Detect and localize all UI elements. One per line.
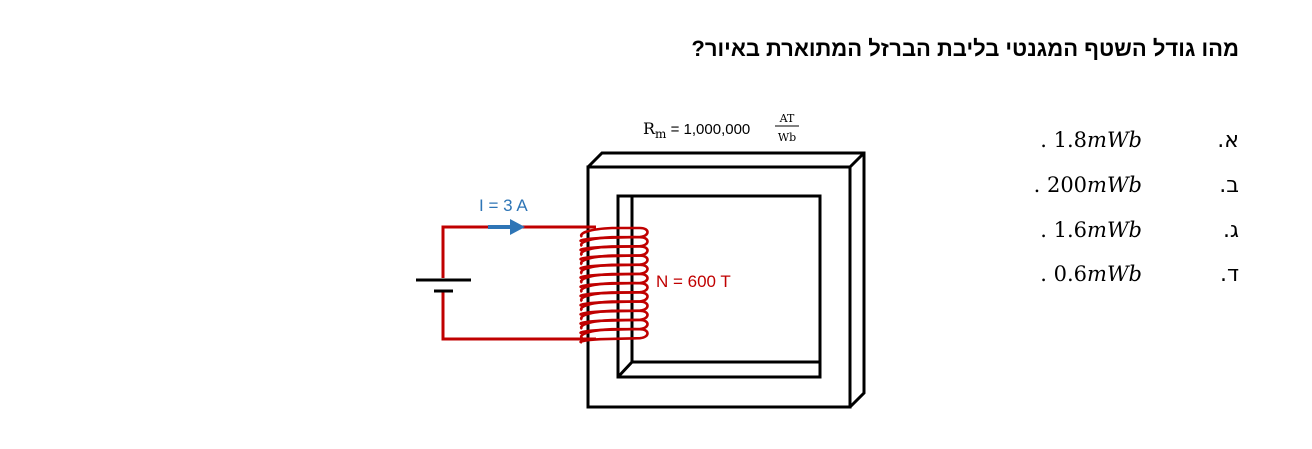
option-number: 0.6 <box>1053 262 1088 286</box>
current-arrow-icon <box>488 219 525 235</box>
reluctance-unit-numerator: AT <box>779 112 795 125</box>
option-unit: mWb <box>1087 218 1142 242</box>
option-dot: . <box>1040 262 1054 286</box>
coil-turn <box>579 226 649 243</box>
reluctance-label: Rm = 1,000,000 <box>643 119 750 141</box>
option-dot: . <box>1040 128 1054 152</box>
option-unit: mWb <box>1087 173 1142 197</box>
coil-turn <box>579 281 649 298</box>
option-number: 1.6 <box>1053 218 1088 242</box>
battery-icon <box>416 278 471 293</box>
option-dot: . <box>1033 173 1047 197</box>
coil-turn <box>579 318 649 335</box>
coil-turn <box>579 300 649 316</box>
option-dot: . <box>1040 218 1054 242</box>
option-unit: mWb <box>1087 128 1142 152</box>
option-letter-b: ב. <box>1219 173 1239 198</box>
option-letter-a: א. <box>1217 128 1239 153</box>
coil-turn <box>579 235 649 252</box>
option-value-a: . 1.8mWb <box>1040 128 1142 152</box>
option-value-b: . 200mWb <box>1034 173 1142 197</box>
coil-turn <box>579 245 649 261</box>
current-label: I = 3 A <box>479 196 528 215</box>
turns-label: N = 600 T <box>656 272 731 291</box>
question-title: מהו גודל השטף המגנטי בליבת הברזל המתוארת… <box>691 36 1239 61</box>
coil-turn <box>579 272 649 289</box>
coil-turn <box>579 309 649 326</box>
coil-turn <box>579 327 649 344</box>
reluctance-unit-denominator: Wb <box>778 131 796 144</box>
option-letter-c: ג. <box>1222 218 1239 243</box>
option-value-d: . 0.6mWb <box>1040 262 1142 286</box>
option-number: 200 <box>1046 173 1088 197</box>
coil-turn <box>579 254 649 270</box>
coil-windings <box>579 226 649 344</box>
option-unit: mWb <box>1087 262 1142 286</box>
circuit-wires <box>441 225 596 341</box>
option-value-c: . 1.6mWb <box>1040 218 1142 242</box>
coil-turn <box>579 291 649 307</box>
coil-turn <box>579 263 649 280</box>
option-number: 1.8 <box>1053 128 1088 152</box>
option-letter-d: ד. <box>1219 262 1239 287</box>
